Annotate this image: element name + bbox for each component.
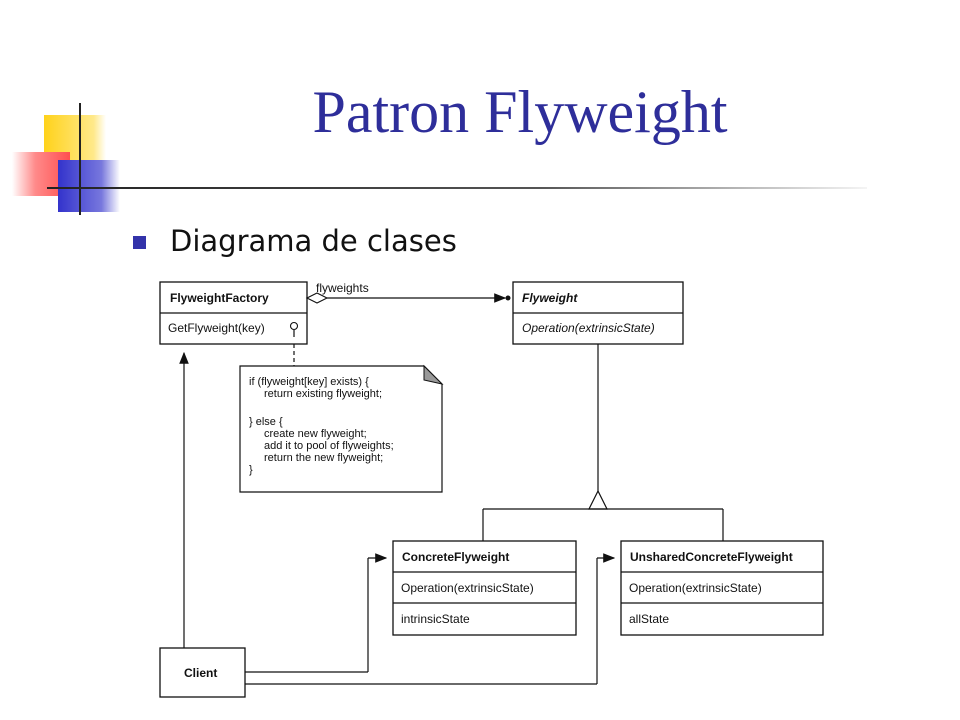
decor-vertical-line bbox=[79, 103, 81, 215]
flyweight-operation: Operation(extrinsicState) bbox=[522, 321, 655, 335]
decor-horizontal-line bbox=[47, 187, 867, 189]
inheritance-tree bbox=[482, 344, 724, 541]
note-line: } else { bbox=[249, 416, 283, 428]
client-associations bbox=[179, 351, 616, 685]
note-line: create new flyweight; bbox=[264, 428, 367, 440]
flyweight-class: Flyweight Operation(extrinsicState) bbox=[512, 281, 684, 345]
unshared-flyweight-operation: Operation(extrinsicState) bbox=[629, 581, 762, 595]
client-name: Client bbox=[184, 666, 217, 680]
note-line: return existing flyweight; bbox=[264, 388, 382, 400]
concrete-flyweight-operation: Operation(extrinsicState) bbox=[401, 581, 534, 595]
flyweight-factory-operation: GetFlyweight(key) bbox=[168, 321, 265, 335]
note-line: } bbox=[249, 464, 253, 476]
unshared-flyweight-attribute: allState bbox=[629, 612, 669, 626]
concrete-flyweight-attribute: intrinsicState bbox=[401, 612, 470, 626]
concrete-flyweight-class: ConcreteFlyweight Operation(extrinsicSta… bbox=[392, 540, 577, 636]
note-line: add it to pool of flyweights; bbox=[264, 440, 394, 452]
unshared-flyweight-name: UnsharedConcreteFlyweight bbox=[630, 550, 793, 564]
client-class: Client bbox=[159, 647, 246, 698]
concrete-flyweight-name: ConcreteFlyweight bbox=[402, 550, 509, 564]
note-line: if (flyweight[key] exists) { bbox=[249, 376, 369, 388]
flyweight-name: Flyweight bbox=[522, 291, 578, 305]
flyweight-factory-name: FlyweightFactory bbox=[170, 291, 269, 305]
unshared-concrete-flyweight-class: UnsharedConcreteFlyweight Operation(extr… bbox=[620, 540, 824, 636]
bullet-marker bbox=[133, 236, 146, 249]
association-label: flyweights bbox=[316, 281, 369, 295]
pseudocode-note: if (flyweight[key] exists) { return exis… bbox=[239, 364, 444, 493]
decor-blue-square bbox=[58, 160, 120, 212]
flyweights-aggregation: flyweights bbox=[305, 281, 511, 304]
flyweight-factory-class: FlyweightFactory GetFlyweight(key) bbox=[159, 281, 308, 345]
note-line: return the new flyweight; bbox=[264, 452, 383, 464]
slide-title: Patron Flyweight bbox=[312, 79, 728, 145]
bullet-text: Diagrama de clases bbox=[170, 224, 457, 258]
